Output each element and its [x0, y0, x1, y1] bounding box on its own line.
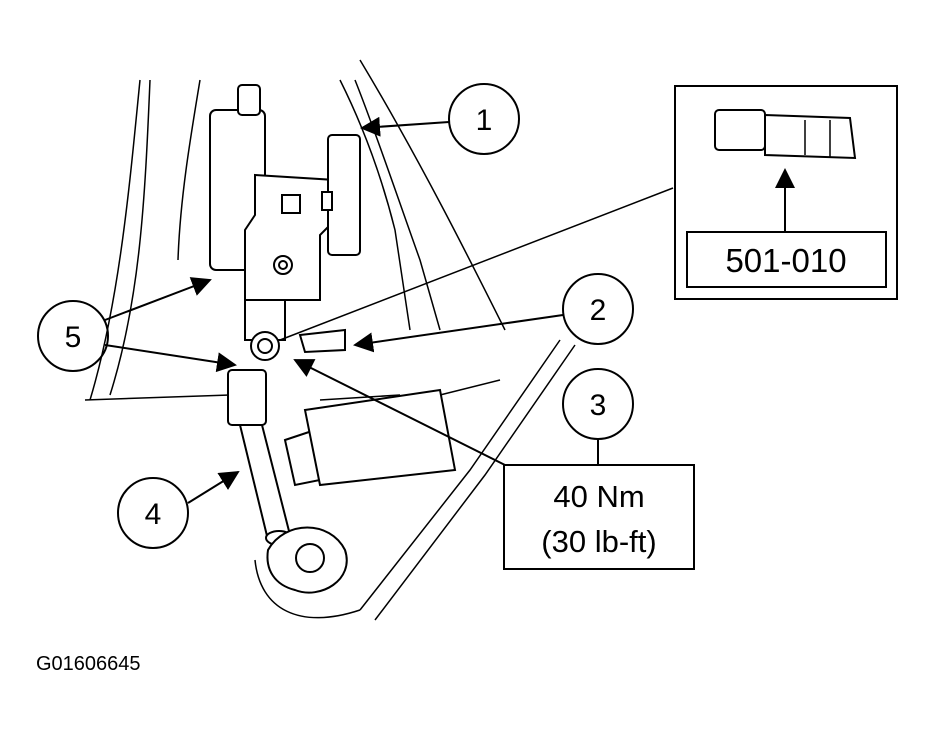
figure-code: G01606645 [36, 653, 141, 675]
special-tool-panel: 501-010 [674, 85, 898, 300]
torx-bit-icon [714, 109, 857, 160]
tool-number-box [686, 231, 887, 288]
callout-5-label: 5 [65, 321, 82, 354]
callout-1-label: 1 [476, 104, 493, 137]
torque-metric: 40 Nm [553, 479, 644, 514]
pinch-bolt [244, 299, 346, 361]
callout-3: 3 [562, 368, 634, 440]
callout-1: 1 [448, 83, 520, 155]
callout-4: 4 [117, 477, 189, 549]
steering-column-housing [209, 84, 361, 301]
callout-5: 5 [37, 300, 109, 372]
callout-3-label: 3 [590, 389, 607, 422]
callout-2: 2 [562, 273, 634, 345]
torque-spec-box: 40 Nm (30 lb-ft) [503, 464, 695, 570]
tool-number: 501-010 [725, 242, 846, 279]
callout-2-label: 2 [590, 294, 607, 327]
intermediate-shaft [227, 369, 457, 594]
torque-imperial: (30 lb-ft) [541, 524, 656, 559]
callout-4-label: 4 [145, 498, 162, 531]
vehicle-body-lines [84, 59, 576, 621]
